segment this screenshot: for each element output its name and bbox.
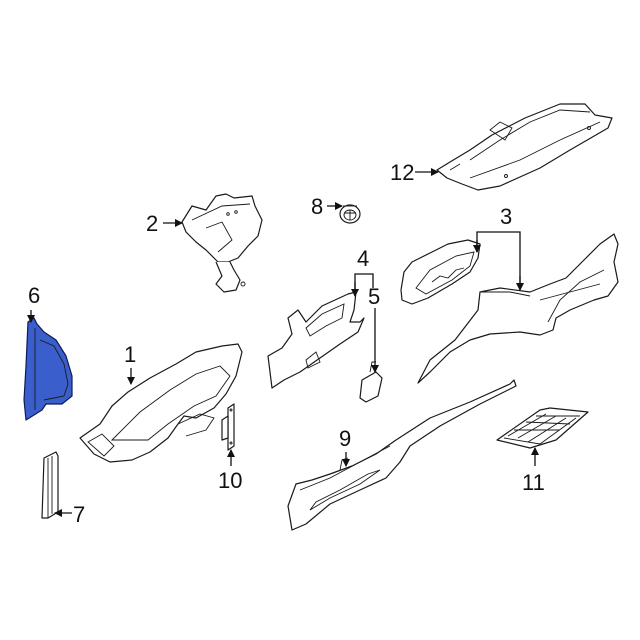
part-1-bezel[interactable] xyxy=(79,343,243,463)
callout-2: 2 xyxy=(146,211,158,236)
callout-9: 9 xyxy=(339,426,351,451)
callout-10: 10 xyxy=(218,468,242,493)
callout-labels: 1 2 3 4 5 6 7 8 9 10 11 12 xyxy=(28,160,545,527)
callout-4: 4 xyxy=(357,246,369,271)
part-5-clip-cover[interactable] xyxy=(359,361,383,403)
part-11-grille[interactable] xyxy=(496,407,589,449)
callout-6: 6 xyxy=(28,283,40,308)
part-6-end-cap-highlighted[interactable] xyxy=(23,317,73,421)
part-8-clip[interactable] xyxy=(339,204,361,224)
callout-7: 7 xyxy=(73,502,85,527)
callout-1: 1 xyxy=(124,342,136,367)
part-10-small-bracket[interactable] xyxy=(221,403,235,451)
callout-12: 12 xyxy=(390,160,414,185)
part-3-console-trim[interactable] xyxy=(400,233,619,384)
part-4-lower-trim-panel[interactable] xyxy=(267,291,365,389)
part-2-bracket[interactable] xyxy=(181,193,263,293)
leader-lines xyxy=(27,168,539,517)
callout-8: 8 xyxy=(311,194,323,219)
part-7-side-trim-strip[interactable] xyxy=(41,451,59,519)
part-12-upper-cover[interactable] xyxy=(436,103,613,191)
callout-3: 3 xyxy=(500,204,512,229)
callout-11: 11 xyxy=(522,470,545,495)
part-9-console-side-trim[interactable] xyxy=(287,379,517,531)
callout-5: 5 xyxy=(368,284,380,309)
